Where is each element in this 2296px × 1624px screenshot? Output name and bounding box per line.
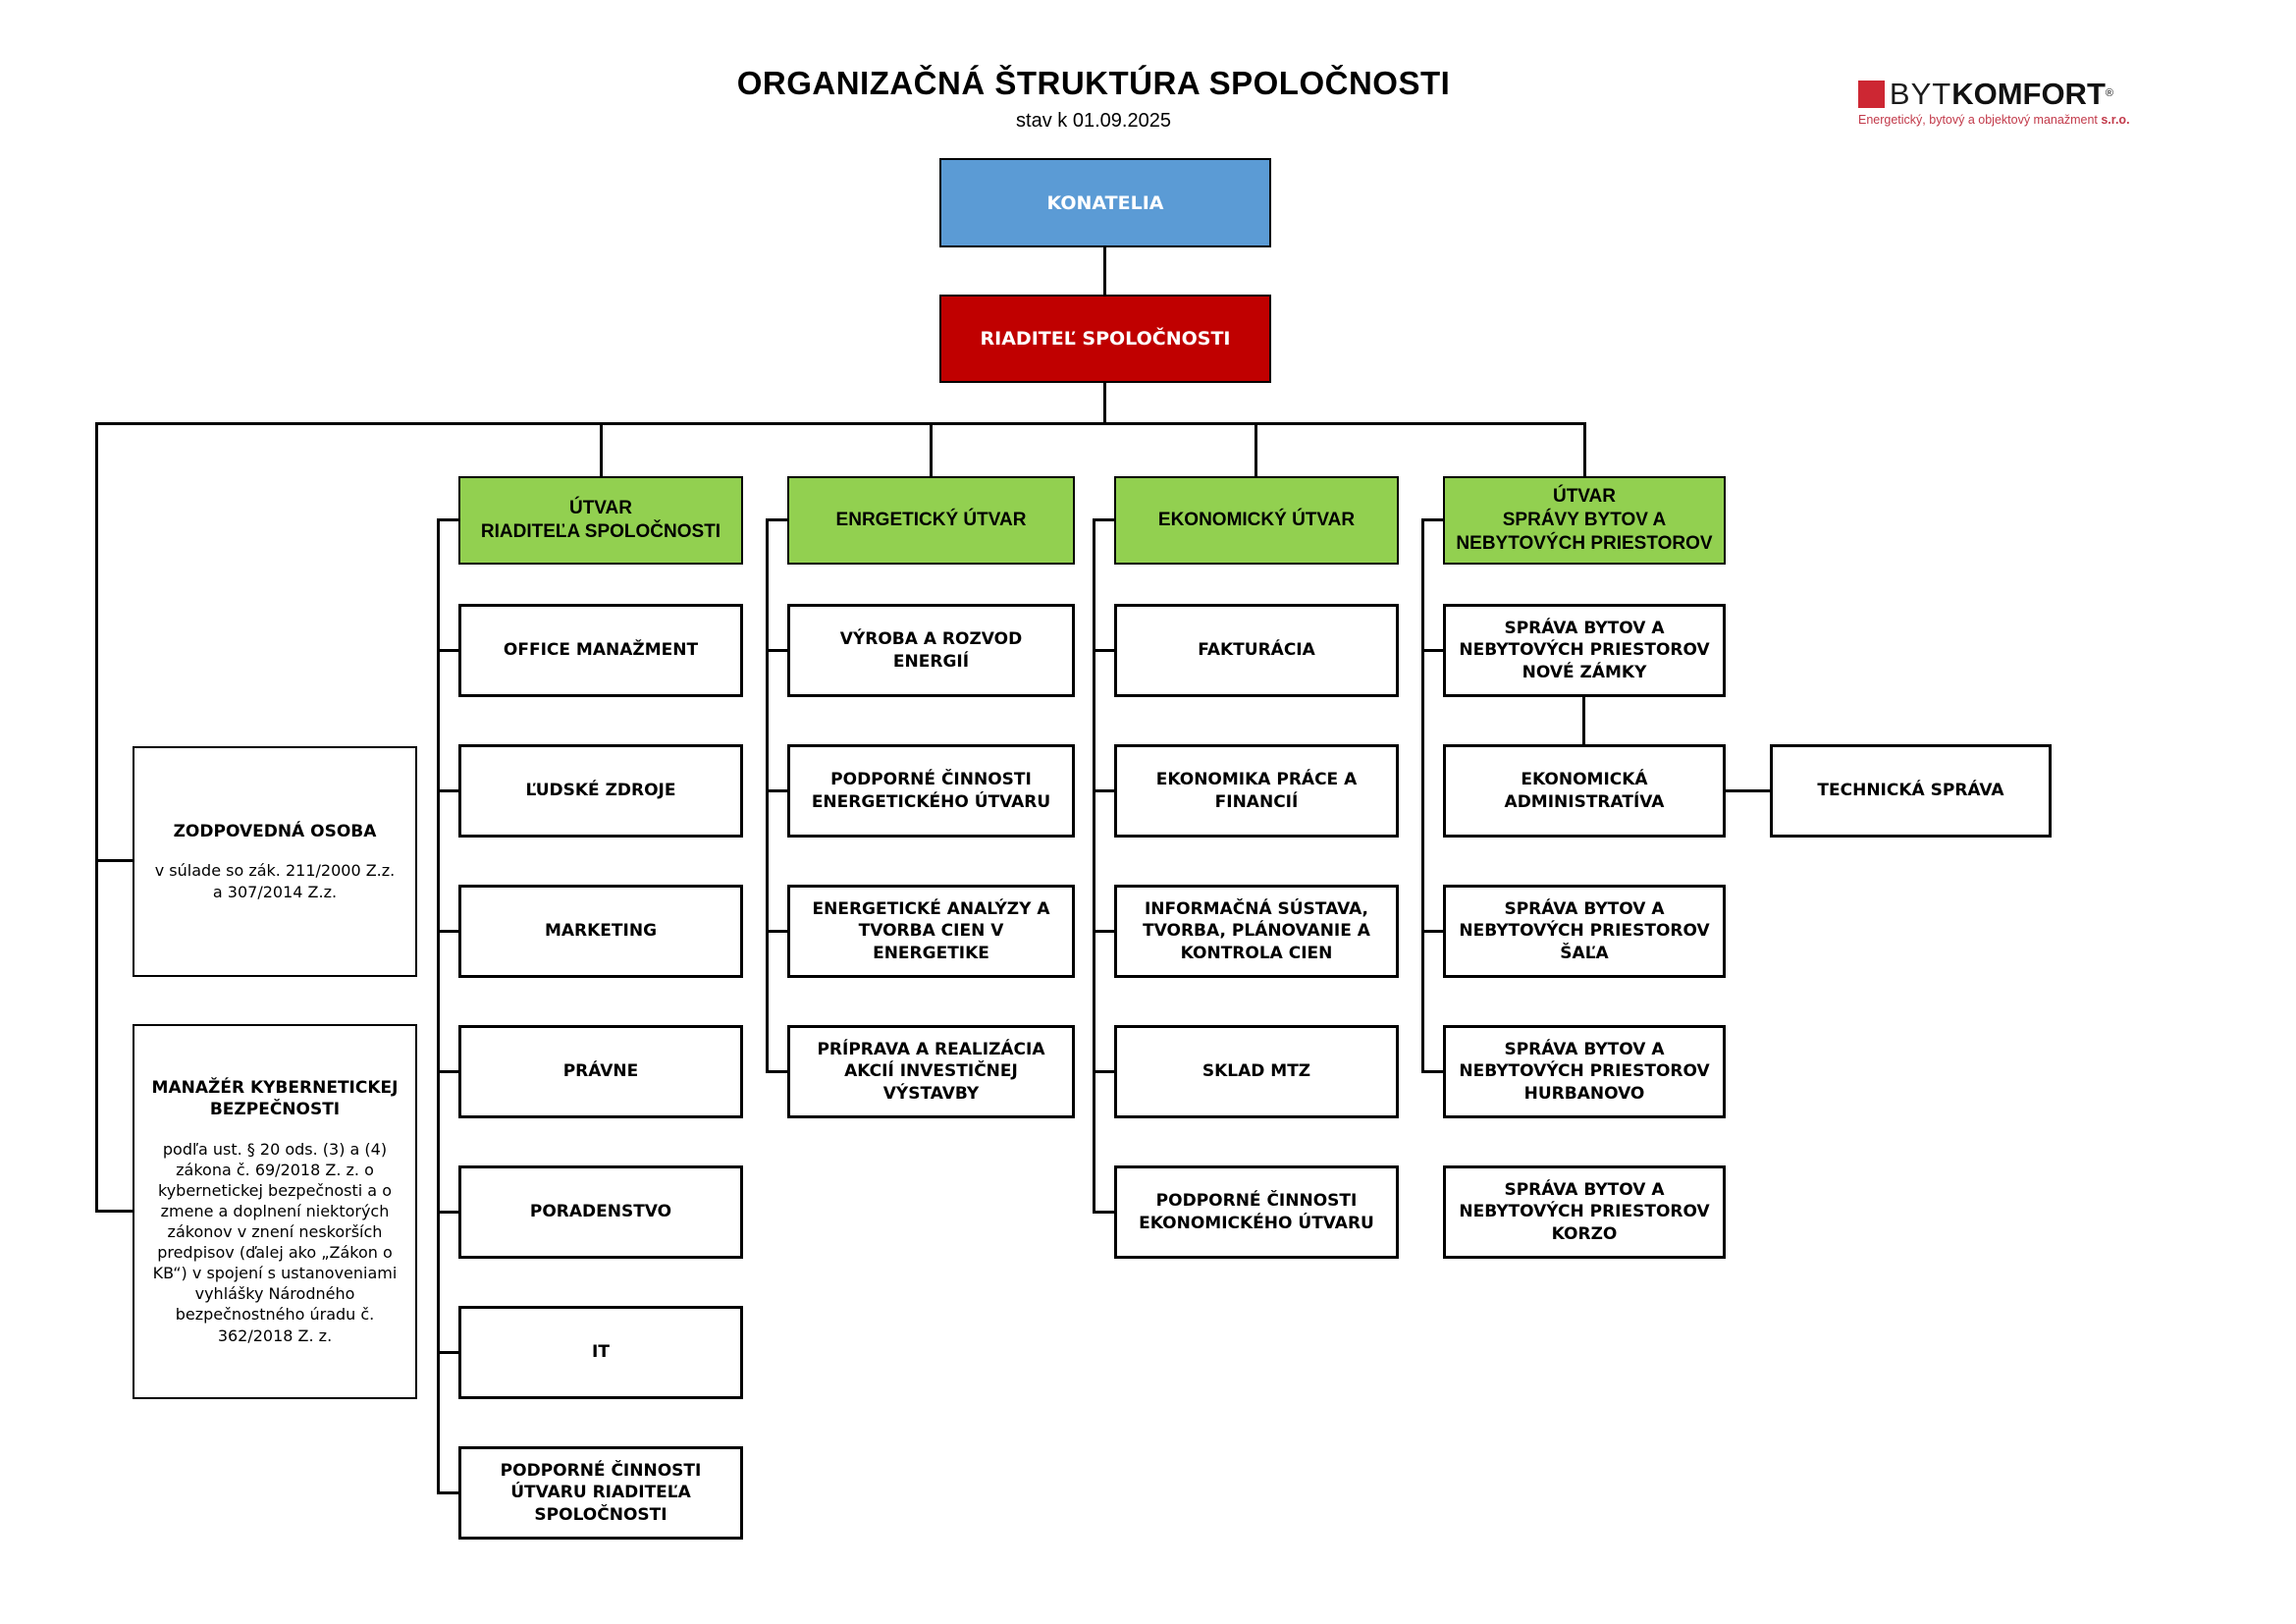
connector-stub [1093, 1070, 1117, 1073]
connector-distribution-line [95, 422, 1586, 425]
page-title: ORGANIZAČNÁ ŠTRUKTÚRA SPOLOČNOSTI [736, 65, 1451, 101]
manazer-kb-body: podľa ust. § 20 ods. (3) a (4) zákona č.… [152, 1139, 398, 1345]
header-utvar-riaditela: ÚTVAR RIADITEĽA SPOLOČNOSTI [458, 476, 743, 565]
connector-drop-col2 [930, 422, 933, 476]
connector-stub [437, 1070, 461, 1073]
connector-riaditel-trunk [1103, 383, 1106, 424]
manazer-kb-title: MANAŽÉR KYBERNETICKEJ BEZPEČNOSTI [151, 1078, 399, 1120]
connector-col3-spine [1093, 518, 1095, 1214]
connector-stub [1093, 789, 1117, 792]
box-technicka-sprava: TECHNICKÁ SPRÁVA [1770, 744, 2052, 838]
connector-konatelia-riaditel [1103, 247, 1106, 295]
header-utvar-spravy-bytov: ÚTVAR SPRÁVY BYTOV A NEBYTOVÝCH PRIESTOR… [1443, 476, 1726, 565]
box-sprava-bytov-sala: SPRÁVA BYTOV A NEBYTOVÝCH PRIESTOROV ŠAĽ… [1443, 885, 1726, 978]
box-podporne-cinnosti-ekonomickeho-utvaru: PODPORNÉ ČINNOSTI EKONOMICKÉHO ÚTVARU [1114, 1165, 1399, 1259]
connector-stub [437, 518, 461, 521]
connector-stub [437, 1351, 461, 1354]
box-it: IT [458, 1306, 743, 1399]
zodpovedna-osoba-title: ZODPOVEDNÁ OSOBA [173, 822, 377, 842]
connector-stub-zodpovedna [95, 859, 135, 862]
box-sprava-bytov-korzo: SPRÁVA BYTOV A NEBYTOVÝCH PRIESTOROV KOR… [1443, 1165, 1726, 1259]
logo-text-komfort: KOMFORT [1951, 77, 2106, 111]
box-ekonomicka-administrativa: EKONOMICKÁ ADMINISTRATÍVA [1443, 744, 1726, 838]
connector-col1-spine [437, 518, 440, 1494]
connector-stub [437, 789, 461, 792]
box-vyroba-a-rozvod-energii: VÝROBA A ROZVOD ENERGIÍ [787, 604, 1075, 697]
box-office-manazment: OFFICE MANAŽMENT [458, 604, 743, 697]
connector-stub [1093, 649, 1117, 652]
page-heading: ORGANIZAČNÁ ŠTRUKTÚRA SPOLOČNOSTI stav k… [603, 65, 1584, 133]
box-pravne: PRÁVNE [458, 1025, 743, 1118]
box-ekonomika-prace-a-financii: EKONOMIKA PRÁCE A FINANCIÍ [1114, 744, 1399, 838]
connector-stub [766, 518, 790, 521]
connector-stub [1421, 930, 1446, 933]
connector-stub [437, 649, 461, 652]
connector-stub [766, 1070, 790, 1073]
connector-ekonadmin-technicka [1726, 789, 1773, 792]
box-priprava-a-realizacia: PRÍPRAVA A REALIZÁCIA AKCIÍ INVESTIČNEJ … [787, 1025, 1075, 1118]
connector-stub [437, 1491, 461, 1494]
header-ekonomicky-utvar: EKONOMICKÝ ÚTVAR [1114, 476, 1399, 565]
connector-col4-spine [1421, 518, 1424, 1073]
logo-text-byt: BYT [1889, 77, 1952, 111]
connector-drop-col1 [600, 422, 603, 476]
box-manazer-kybernetickej-bezpecnosti: MANAŽÉR KYBERNETICKEJ BEZPEČNOSTI podľa … [133, 1024, 417, 1399]
box-sklad-mtz: SKLAD MTZ [1114, 1025, 1399, 1118]
connector-stub-manazer [95, 1210, 135, 1213]
box-sprava-bytov-nove-zamky: SPRÁVA BYTOV A NEBYTOVÝCH PRIESTOROV NOV… [1443, 604, 1726, 697]
box-riaditel-spolocnosti: RIADITEĽ SPOLOČNOSTI [939, 295, 1271, 383]
connector-stub [1421, 649, 1446, 652]
connector-stub [766, 789, 790, 792]
box-energeticke-analyzy: ENERGETICKÉ ANALÝZY A TVORBA CIEN V ENER… [787, 885, 1075, 978]
box-fakturacia: FAKTURÁCIA [1114, 604, 1399, 697]
connector-col2-spine [766, 518, 769, 1073]
box-podporne-cinnosti-utvaru-riaditela: PODPORNÉ ČINNOSTI ÚTVARU RIADITEĽA SPOLO… [458, 1446, 743, 1540]
header-energeticky-utvar: ENRGETICKÝ ÚTVAR [787, 476, 1075, 565]
box-konatelia: KONATELIA [939, 158, 1271, 247]
connector-stub [1093, 930, 1117, 933]
box-sprava-bytov-hurbanovo: SPRÁVA BYTOV A NEBYTOVÝCH PRIESTOROV HUR… [1443, 1025, 1726, 1118]
connector-stub [1421, 518, 1446, 521]
zodpovedna-osoba-body: v súlade so zák. 211/2000 Z.z. a 307/201… [154, 861, 396, 901]
logo-tagline: Energetický, bytový a objektový manažmen… [1858, 113, 2130, 127]
connector-stub [766, 930, 790, 933]
box-podporne-cinnosti-energetickeho-utvaru: PODPORNÉ ČINNOSTI ENERGETICKÉHO ÚTVARU [787, 744, 1075, 838]
connector-stub [437, 930, 461, 933]
registered-trademark-icon: ® [2105, 87, 2113, 99]
box-informacna-sustava: INFORMAČNÁ SÚSTAVA, TVORBA, PLÁNOVANIE A… [1114, 885, 1399, 978]
box-poradenstvo: PORADENSTVO [458, 1165, 743, 1259]
logo-tagline-suffix: s.r.o. [2101, 113, 2130, 127]
connector-drop-col3 [1255, 422, 1257, 476]
logo-tagline-text: Energetický, bytový a objektový manažmen… [1858, 113, 2098, 127]
logo-red-square-icon [1858, 80, 1885, 108]
connector-novezamky-ekonadmin [1582, 697, 1585, 744]
box-zodpovedna-osoba: ZODPOVEDNÁ OSOBA v súlade so zák. 211/20… [133, 746, 417, 977]
box-ludske-zdroje: ĽUDSKÉ ZDROJE [458, 744, 743, 838]
connector-stub [1421, 1070, 1446, 1073]
box-marketing: MARKETING [458, 885, 743, 978]
connector-stub [1093, 1211, 1117, 1214]
connector-left-spine [95, 422, 98, 1213]
connector-stub [1093, 518, 1117, 521]
connector-stub [437, 1211, 461, 1214]
connector-stub [766, 649, 790, 652]
page-subtitle: stav k 01.09.2025 [1016, 110, 1171, 132]
connector-drop-col4 [1583, 422, 1586, 476]
